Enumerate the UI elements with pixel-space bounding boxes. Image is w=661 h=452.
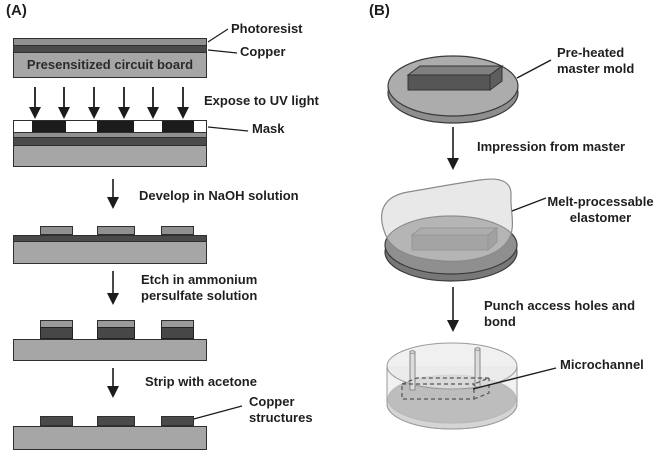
step-expose-text: Expose to UV light bbox=[204, 93, 319, 108]
photoresist-callout: Photoresist bbox=[231, 21, 303, 36]
elastomer-callout: Melt-processable elastomer bbox=[547, 194, 654, 226]
step-impression-text: Impression from master bbox=[477, 139, 626, 154]
circuit-board-layer bbox=[13, 426, 207, 450]
master-mold-callout: Pre-heated master mold bbox=[557, 45, 635, 77]
copper-stack bbox=[161, 327, 194, 339]
mask-layer bbox=[13, 120, 207, 133]
copper-callout: Copper bbox=[240, 44, 286, 59]
step-develop-text: Develop in NaOH solution bbox=[139, 188, 299, 203]
embedded-bar bbox=[410, 226, 499, 252]
elastomer-blob bbox=[381, 178, 513, 262]
step-etch-text: Etch in ammonium persulfate solution bbox=[141, 272, 258, 304]
resist-bump bbox=[97, 226, 135, 235]
board-developed bbox=[13, 226, 207, 264]
board-etched bbox=[13, 320, 207, 361]
callout-lines-a bbox=[189, 28, 249, 421]
step-punch-text: Punch access holes and bond bbox=[484, 298, 636, 330]
copper-structures-callout: Copper structures bbox=[249, 394, 313, 426]
copper-structure bbox=[97, 416, 135, 426]
copper-stack bbox=[40, 327, 73, 339]
resist-bump bbox=[161, 226, 194, 235]
copper-structures-row bbox=[13, 416, 207, 426]
access-hole-tubes bbox=[409, 347, 481, 391]
bonded-device-figure bbox=[386, 342, 557, 430]
board-presensitized: Presensitized circuit board bbox=[13, 38, 207, 78]
mask-opaque-segment bbox=[32, 121, 66, 132]
elastomer-figure bbox=[381, 178, 547, 282]
copper-structure bbox=[40, 416, 73, 426]
circuit-board-layer: Presensitized circuit board bbox=[13, 52, 207, 78]
circuit-board-layer bbox=[13, 339, 207, 361]
mask-opaque-segment bbox=[162, 121, 194, 132]
microchannel-callout: Microchannel bbox=[560, 357, 644, 372]
resist-bump bbox=[40, 226, 73, 235]
uv-arrows-icon bbox=[29, 87, 189, 119]
resist-bumps-row bbox=[13, 226, 207, 235]
master-mold-figure bbox=[387, 55, 552, 124]
board-with-mask bbox=[13, 120, 207, 167]
step-strip-text: Strip with acetone bbox=[145, 374, 257, 389]
panel-b-label: (B) bbox=[369, 2, 390, 19]
panel-a-label: (A) bbox=[6, 2, 27, 19]
microchannel-dashed-box bbox=[401, 377, 490, 400]
copper-stack bbox=[97, 327, 135, 339]
etched-stacks-row bbox=[13, 320, 207, 339]
mask-callout: Mask bbox=[252, 121, 285, 136]
master-mold-bar bbox=[406, 65, 504, 91]
board-final bbox=[13, 416, 207, 450]
mask-opaque-segment bbox=[97, 121, 134, 132]
copper-structure bbox=[161, 416, 194, 426]
circuit-board-layer bbox=[13, 145, 207, 167]
circuit-board-layer bbox=[13, 241, 207, 264]
